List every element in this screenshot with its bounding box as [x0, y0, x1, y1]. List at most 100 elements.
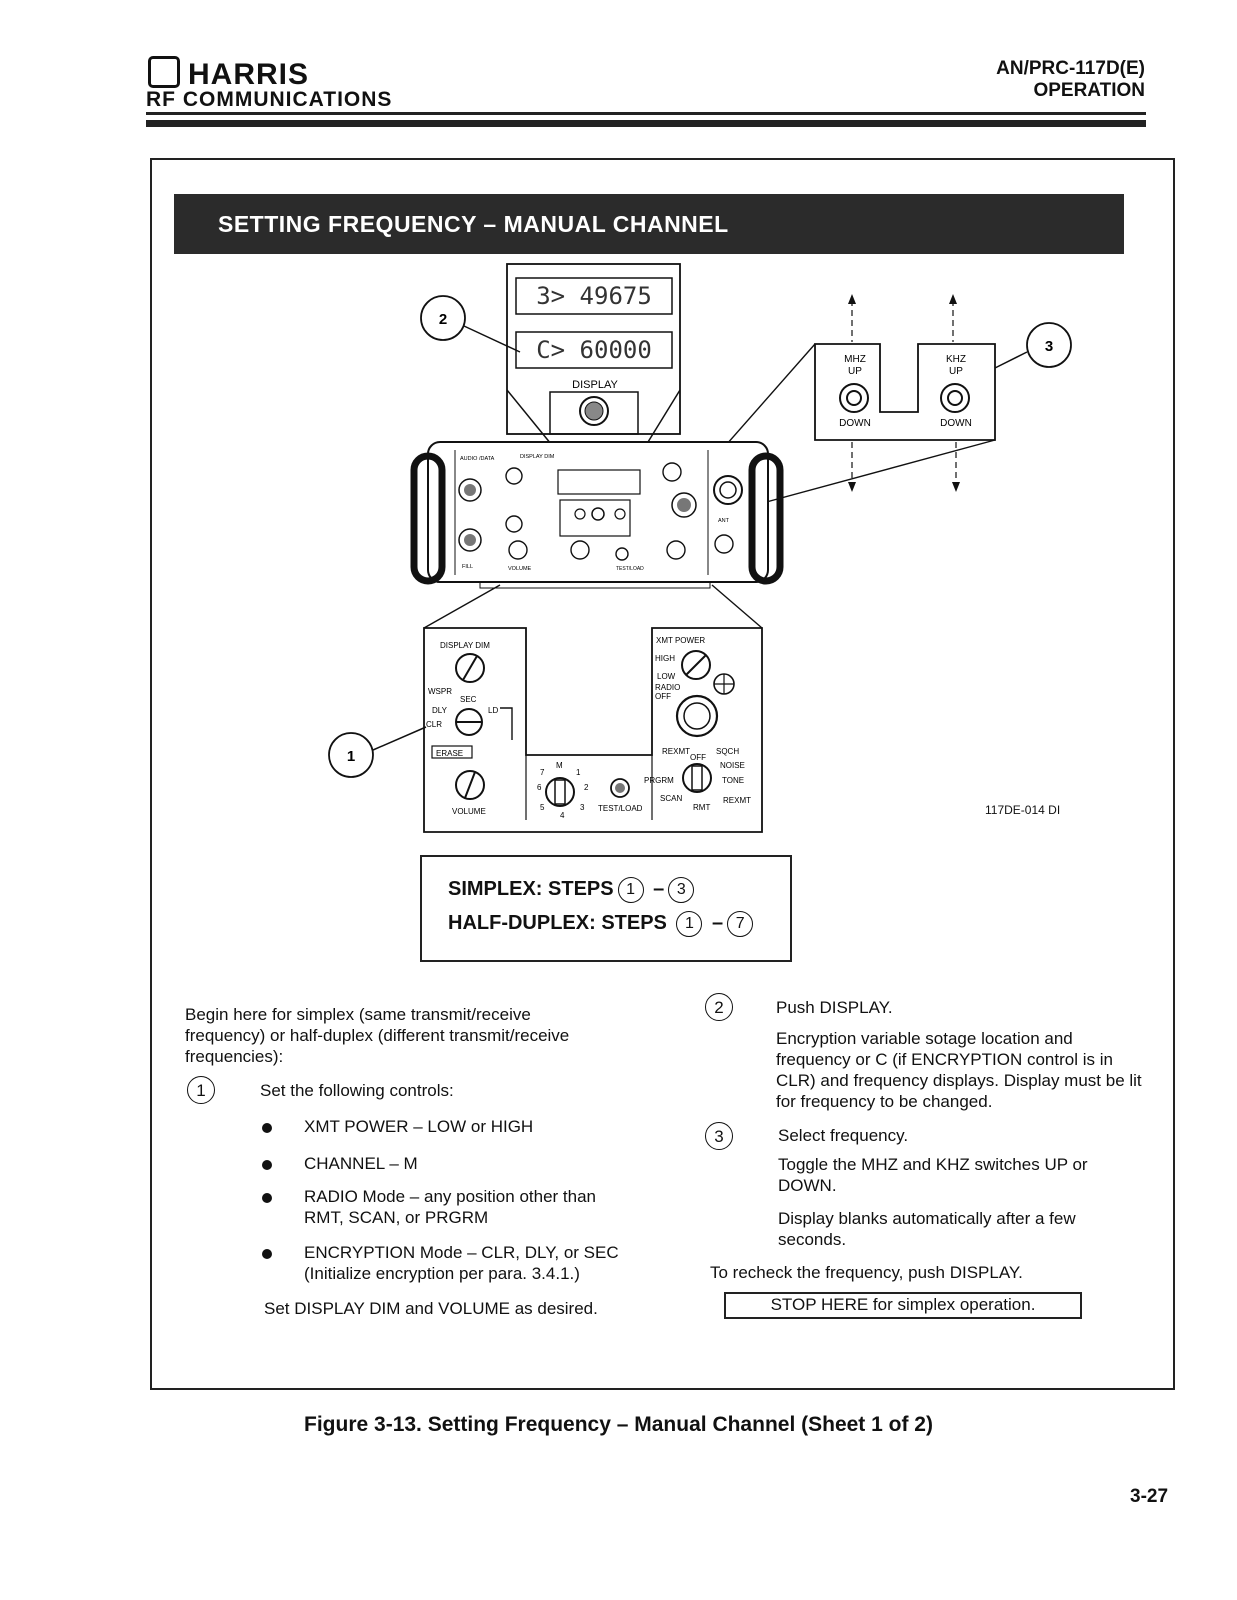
page-number: 3-27: [1130, 1486, 1169, 1507]
harris-logo-icon: [148, 56, 180, 88]
doc-model: AN/PRC-117D(E): [996, 58, 1145, 79]
svg-text:DLY: DLY: [432, 706, 448, 715]
svg-text:TEST/LOAD: TEST/LOAD: [616, 566, 644, 572]
svg-text:AUDIO /DATA: AUDIO /DATA: [460, 456, 495, 462]
svg-text:REXMT: REXMT: [662, 747, 690, 756]
svg-text:LD: LD: [488, 706, 498, 715]
svg-text:DOWN: DOWN: [839, 418, 871, 429]
display-line-1: 3> 49675: [536, 282, 652, 310]
channel-knob-icon: [545, 777, 575, 807]
bullet-item: CHANNEL – M: [304, 1154, 418, 1173]
svg-text:RMT: RMT: [693, 803, 710, 812]
callout-3: 3: [994, 322, 1072, 369]
svg-text:7: 7: [540, 768, 545, 777]
svg-text:CLR: CLR: [426, 720, 442, 729]
svg-text:SEC: SEC: [460, 695, 477, 704]
step-2-title: Push DISPLAY.: [776, 998, 893, 1017]
step-3-title: Select frequency.: [778, 1126, 909, 1145]
svg-text:XMT POWER: XMT POWER: [656, 636, 705, 645]
doc-section: OPERATION: [1033, 80, 1145, 101]
bullet-icon: [262, 1123, 272, 1133]
svg-text:HIGH: HIGH: [655, 654, 675, 663]
step-1-marker: 1: [187, 1076, 215, 1104]
svg-text:RADIO: RADIO: [655, 683, 680, 692]
header-rule-thick: [146, 120, 1146, 127]
figure-code: 117DE-014 DI: [985, 803, 1061, 817]
svg-text:MHZ: MHZ: [844, 354, 866, 365]
svg-text:VOLUME: VOLUME: [508, 566, 532, 572]
svg-text:6: 6: [537, 783, 542, 792]
header-rule: [146, 112, 1146, 115]
svg-text:5: 5: [540, 803, 545, 812]
arrow-down-icon: [952, 482, 960, 492]
step-number-icon: 1: [617, 877, 644, 903]
svg-text:NOISE: NOISE: [720, 761, 745, 770]
arrow-up-icon: [848, 294, 856, 304]
callout-2: 2: [420, 295, 521, 353]
callout-1: 1: [328, 726, 427, 778]
figure-frame: [150, 158, 1175, 1390]
recheck-text: To recheck the frequency, push DISPLAY.: [710, 1263, 1023, 1282]
radio-panel-diagram: 3> 49675 C> 60000 DISPLAY 2 MHZ UP DOWN …: [328, 263, 1072, 833]
svg-text:SCAN: SCAN: [660, 794, 682, 803]
bullet-icon: [262, 1160, 272, 1170]
svg-text:WSPR: WSPR: [428, 687, 452, 696]
svg-text:UP: UP: [848, 366, 862, 377]
svg-text:VOLUME: VOLUME: [452, 807, 486, 816]
document-id: AN/PRC-117D(E) OPERATION: [996, 58, 1145, 102]
step-1-text: Set the following controls:: [260, 1081, 454, 1100]
svg-text:UP: UP: [949, 366, 963, 377]
bullet-item: ENCRYPTION Mode – CLR, DLY, or SEC (Init…: [304, 1243, 619, 1283]
svg-text:OFF: OFF: [655, 692, 671, 701]
xmt-power-knob-icon: [681, 650, 711, 680]
step-2-marker: 2: [705, 993, 733, 1021]
volume-knob-icon: [455, 770, 485, 800]
svg-text:ERASE: ERASE: [436, 749, 463, 758]
svg-text:TEST/LOAD: TEST/LOAD: [598, 804, 643, 813]
half-duplex-steps: HALF-DUPLEX: STEPS 1 –7: [448, 911, 757, 937]
svg-text:OFF: OFF: [690, 753, 706, 762]
svg-text:DISPLAY DIM: DISPLAY DIM: [520, 454, 555, 460]
radio-mode-knob-icon: [682, 763, 712, 793]
svg-text:1: 1: [576, 768, 581, 777]
svg-text:2: 2: [584, 783, 589, 792]
khz-switch-icon: [940, 383, 970, 413]
svg-text:REXMT: REXMT: [723, 796, 751, 805]
svg-text:ANT: ANT: [718, 518, 730, 524]
svg-text:4: 4: [560, 811, 565, 820]
connector-icon: [675, 694, 719, 738]
step-3-marker: 3: [705, 1122, 733, 1150]
mhz-switch-icon: [839, 383, 869, 413]
step-2-text: Encryption variable sotage location and …: [776, 1029, 1142, 1111]
step-3-text-2: Display blanks automatically after a few…: [778, 1209, 1076, 1249]
display-zoom: 3> 49675 C> 60000 DISPLAY: [506, 263, 681, 456]
step-number-icon: 3: [668, 877, 695, 903]
enlarged-panel: DISPLAY DIM WSPR SEC DLY LD CLR ERASE VO…: [423, 627, 763, 833]
step-number-icon: 7: [727, 911, 754, 937]
svg-text:2: 2: [439, 311, 447, 328]
brand-subtitle: RF COMMUNICATIONS: [146, 88, 393, 111]
figure-title: SETTING FREQUENCY – MANUAL CHANNEL: [174, 194, 1124, 254]
svg-text:3: 3: [1045, 338, 1053, 355]
test-load-button-icon: [610, 778, 630, 798]
display-label: DISPLAY: [572, 379, 618, 391]
bullet-icon: [262, 1193, 272, 1203]
bullet-icon: [262, 1249, 272, 1259]
svg-text:FILL: FILL: [462, 564, 473, 570]
svg-text:KHZ: KHZ: [946, 354, 966, 365]
svg-text:LOW: LOW: [657, 672, 676, 681]
radio-front-panel: AUDIO /DATA FILL DISPLAY DIM VOLUME TEST…: [410, 441, 784, 589]
intro-text: Begin here for simplex (same transmit/re…: [185, 1005, 570, 1066]
svg-text:PRGRM: PRGRM: [644, 776, 674, 785]
bullet-item: XMT POWER – LOW or HIGH: [304, 1117, 534, 1136]
svg-text:3: 3: [580, 803, 585, 812]
svg-text:SQCH: SQCH: [716, 747, 739, 756]
display-button-icon: [579, 396, 609, 426]
svg-text:1: 1: [347, 748, 355, 765]
step-3-text-1: Toggle the MHZ and KHZ switches UP or DO…: [778, 1155, 1088, 1195]
display-dim-knob-icon: [455, 653, 485, 683]
svg-text:TONE: TONE: [722, 776, 744, 785]
stop-notice: STOP HERE for simplex operation.: [724, 1292, 1082, 1319]
